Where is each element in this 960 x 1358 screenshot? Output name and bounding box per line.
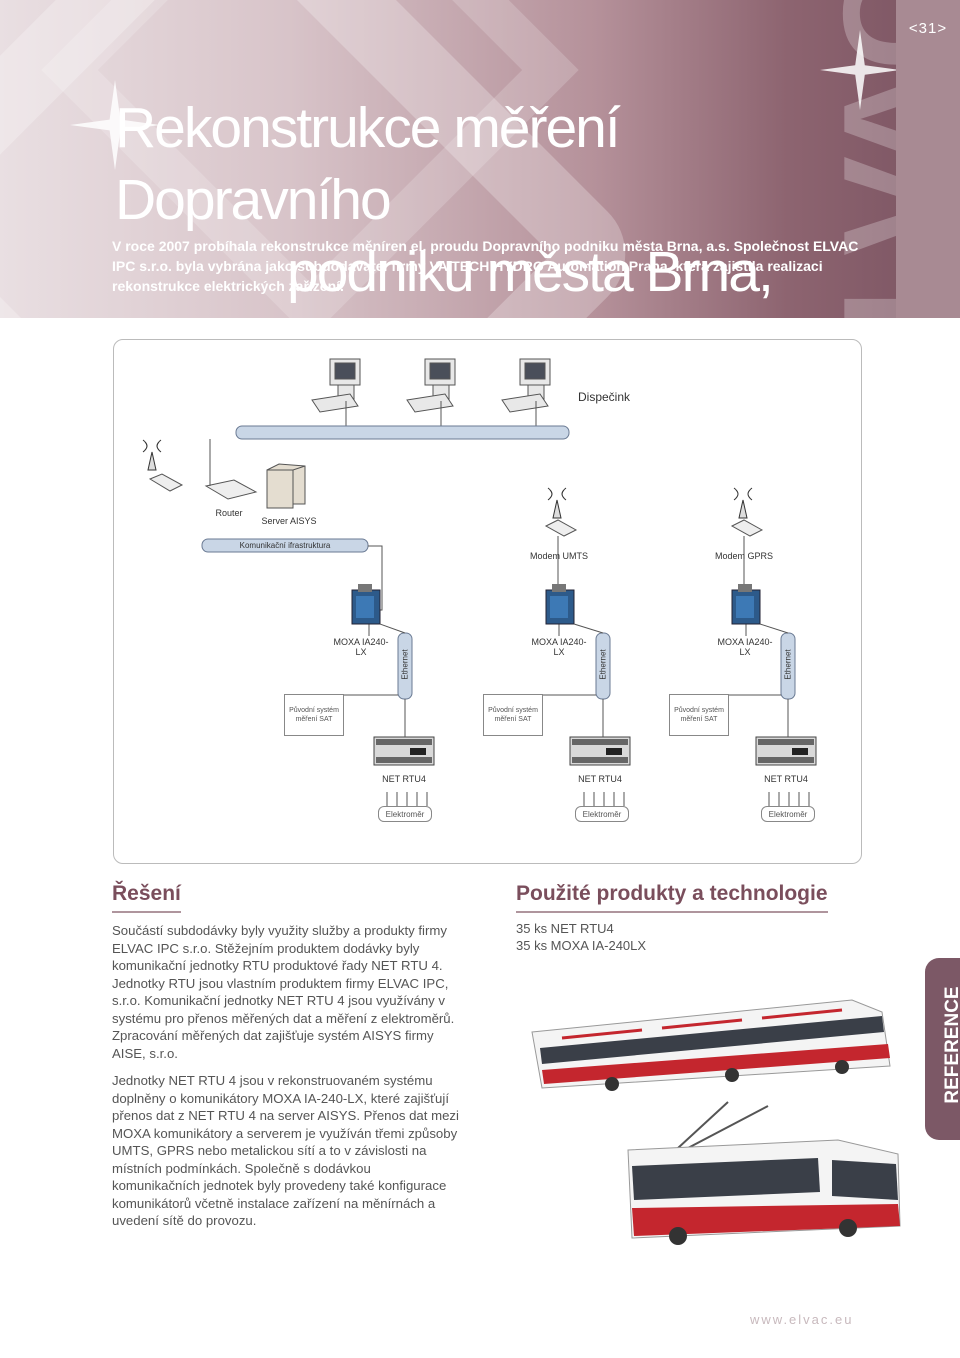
server-icon	[266, 463, 306, 509]
modem-umts-label: Modem UMTS	[529, 551, 588, 561]
rtu-device-icon	[755, 736, 817, 766]
title-line-2: podniku města Brna, a.s.	[287, 240, 774, 318]
solution-heading: Řešení	[112, 882, 181, 913]
star-icon	[70, 80, 160, 170]
modem-gprs-label: Modem GPRS	[714, 551, 774, 561]
ethernet-label: Ethernet	[400, 649, 410, 680]
products-heading: Použité produkty a technologie	[516, 882, 828, 913]
rtu-label: NET RTU4	[578, 774, 622, 784]
moxa-label: MOXA IA240-LX	[531, 637, 587, 657]
rtu-device-icon	[373, 736, 435, 766]
rtu-device-icon	[569, 736, 631, 766]
computer-icon	[406, 358, 456, 426]
moxa-icon	[545, 584, 575, 625]
footer-url[interactable]: www.elvac.eu	[750, 1312, 854, 1327]
header-banner: ELVAC Rekonstrukce měření Dopravního pod…	[0, 0, 960, 318]
page-tab	[896, 0, 960, 318]
ethernet-label: Ethernet	[598, 649, 608, 680]
tram-image	[531, 999, 891, 1091]
moxa-label: MOXA IA240-LX	[717, 637, 773, 657]
diagram-lines	[142, 358, 817, 806]
network-bus	[235, 425, 570, 440]
network-diagram: Dispečink Router Server AISYS Komunikačn…	[113, 339, 862, 864]
rtu-label: NET RTU4	[764, 774, 808, 784]
solution-paragraph-1: Součástí subdodávky byly využity služby …	[112, 923, 455, 1061]
title-line-1: Rekonstrukce měření Dopravního	[115, 96, 621, 232]
modem-icon	[730, 519, 764, 537]
meter-box: Elektroměr	[575, 806, 629, 822]
meter-box: Elektroměr	[378, 806, 432, 822]
computer-icon	[501, 358, 551, 426]
page-title: Rekonstrukce měření Dopravního podniku m…	[115, 92, 835, 318]
lead-paragraph: V roce 2007 probíhala rekonstrukce měnír…	[112, 238, 859, 294]
moxa-icon	[731, 584, 761, 625]
trolleybus-image	[627, 1101, 901, 1245]
antenna-icon	[142, 439, 162, 471]
rtu-label: NET RTU4	[382, 774, 426, 784]
meter-box: Elektroměr	[761, 806, 815, 822]
product-item: 35 ks MOXA IA-240LX	[516, 938, 647, 953]
solution-paragraph-2: Jednotky NET RTU 4 jsou v rekonstruované…	[112, 1073, 459, 1228]
moxa-label: MOXA IA240-LX	[333, 637, 389, 657]
ethernet-label: Ethernet	[783, 649, 793, 680]
star-icon	[820, 30, 900, 110]
products-list: 35 ks NET RTU4 35 ks MOXA IA-240LX	[516, 920, 646, 954]
antenna-icon	[733, 487, 753, 519]
antenna-icon	[547, 487, 567, 519]
solution-text: Součástí subdodávky byly využity služby …	[112, 922, 462, 1240]
moxa-icon	[351, 584, 381, 625]
computer-icon	[311, 358, 361, 426]
router-label: Router	[215, 508, 243, 518]
dispecink-label: Dispečink	[577, 390, 631, 404]
server-label: Server AISYS	[261, 516, 317, 526]
infrastructure-label: Komunikační ifrastruktura	[239, 541, 331, 550]
modem-icon	[148, 473, 184, 492]
reference-tab: REFERENCE	[925, 958, 960, 1140]
router-icon	[204, 479, 258, 500]
page-number: <31>	[908, 20, 948, 37]
modem-icon	[544, 519, 578, 537]
product-item: 35 ks NET RTU4	[516, 921, 614, 936]
